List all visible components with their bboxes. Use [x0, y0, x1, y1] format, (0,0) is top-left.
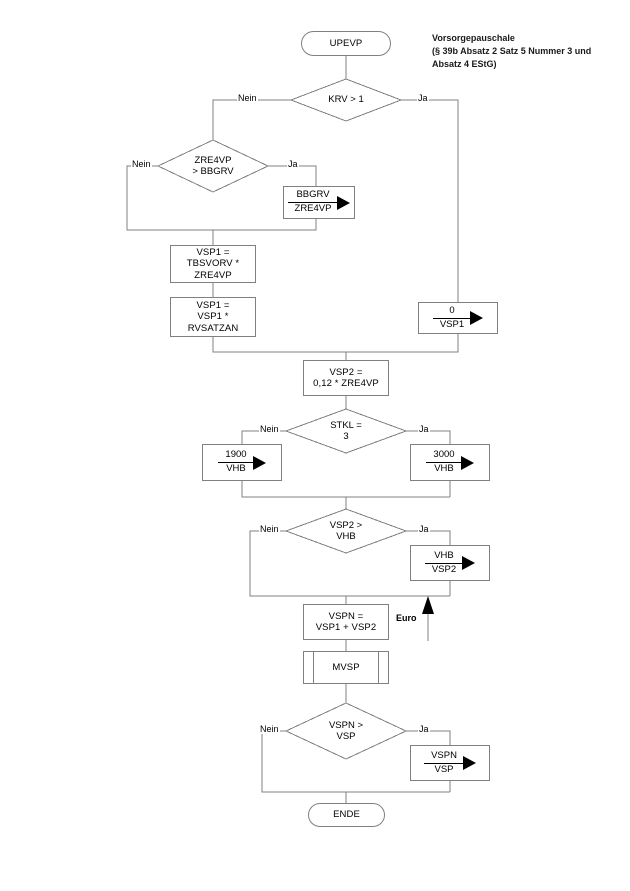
- edge-label-vsp2vhb-ja: Ja: [418, 524, 430, 534]
- node-label: MVSP: [332, 661, 360, 673]
- assign-source: VSPN: [424, 750, 464, 764]
- node-subroutine-mvsp[interactable]: MVSP: [303, 651, 389, 684]
- edge-label-zre4vp-ja: Ja: [287, 159, 299, 169]
- assign-source: 3000: [426, 449, 462, 463]
- assign-arrow-icon: [462, 756, 476, 770]
- node-assign-bbgrv-to-zre4vp[interactable]: BBGRV ZRE4VP: [283, 186, 355, 219]
- node-assign-vhb-to-vsp2[interactable]: VHB VSP2: [410, 545, 490, 581]
- node-process-vsp1-tbsvorv[interactable]: VSP1 = TBSVORV * ZRE4VP: [170, 245, 256, 283]
- assign-target: VSP1: [439, 318, 465, 330]
- node-assign-3000-to-vhb[interactable]: 3000 VHB: [410, 444, 490, 481]
- assign-target: VHB: [434, 463, 454, 474]
- assign-arrow-icon: [337, 195, 351, 210]
- node-process-vsp2-calc[interactable]: VSP2 = 0,12 * ZRE4VP: [303, 360, 389, 396]
- edge-label-zre4vp-nein: Nein: [131, 159, 152, 169]
- assign-target: VSP2: [431, 563, 457, 575]
- assign-arrow-icon: [470, 311, 484, 325]
- assign-target: ZRE4VP: [294, 203, 332, 214]
- node-assign-zero-to-vsp1[interactable]: 0 VSP1: [418, 302, 498, 334]
- assign-target: VSP: [434, 763, 454, 775]
- node-label: STKL = 3: [330, 419, 362, 442]
- node-label: VSPN > VSP: [328, 719, 364, 742]
- edge-label-vspnvsp-ja: Ja: [418, 724, 430, 734]
- edge-label-stkl-nein: Nein: [259, 424, 280, 434]
- node-start-upevp[interactable]: UPEVP: [301, 31, 391, 56]
- node-assign-1900-to-vhb[interactable]: 1900 VHB: [202, 444, 282, 481]
- edge-label-stkl-ja: Ja: [418, 424, 430, 434]
- node-decision-vspn-vsp[interactable]: VSPN > VSP: [286, 703, 406, 759]
- assign-source: BBGRV: [287, 189, 339, 203]
- node-end-ende[interactable]: ENDE: [308, 803, 385, 827]
- diagram-caption: Vorsorgepauschale (§ 39b Absatz 2 Satz 5…: [432, 33, 592, 70]
- node-label: KRV > 1: [328, 94, 364, 106]
- node-process-vsp1-rvsatzan[interactable]: VSP1 = VSP1 * RVSATZAN: [170, 297, 256, 337]
- edge-label-krv-ja: Ja: [417, 93, 429, 103]
- node-assign-vspn-to-vsp[interactable]: VSPN VSP: [410, 745, 490, 781]
- node-decision-vsp2-vhb[interactable]: VSP2 > VHB: [286, 509, 406, 553]
- assign-source: 1900: [218, 449, 254, 463]
- node-decision-stkl[interactable]: STKL = 3: [286, 409, 406, 453]
- assign-target: VHB: [226, 463, 246, 474]
- assign-source: VHB: [424, 550, 464, 564]
- euro-arrow-icon: [422, 596, 434, 641]
- edge-label-vspnvsp-nein: Nein: [259, 724, 280, 734]
- node-decision-zre4vp-bbgrv[interactable]: ZRE4VP > BBGRV: [158, 140, 268, 192]
- node-label: ZRE4VP > BBGRV: [192, 154, 234, 177]
- assign-arrow-icon: [460, 455, 474, 470]
- node-label: VSPN = VSP1 + VSP2: [315, 610, 377, 633]
- node-label: ENDE: [333, 809, 360, 821]
- edge-label-vsp2vhb-nein: Nein: [259, 524, 280, 534]
- assign-arrow-icon: [462, 556, 476, 570]
- euro-label: Euro: [396, 613, 417, 623]
- node-decision-krv[interactable]: KRV > 1: [291, 79, 401, 121]
- edge-label-krv-nein: Nein: [237, 93, 258, 103]
- node-label: VSP1 = TBSVORV * ZRE4VP: [186, 247, 240, 281]
- node-label: VSP2 > VHB: [329, 519, 363, 542]
- node-process-vspn-sum[interactable]: VSPN = VSP1 + VSP2: [303, 604, 389, 640]
- node-label: VSP1 = VSP1 * RVSATZAN: [187, 300, 239, 334]
- assign-arrow-icon: [252, 455, 266, 470]
- node-label: UPEVP: [329, 37, 363, 49]
- assign-source: 0: [432, 305, 472, 319]
- node-label: VSP2 = 0,12 * ZRE4VP: [313, 366, 379, 389]
